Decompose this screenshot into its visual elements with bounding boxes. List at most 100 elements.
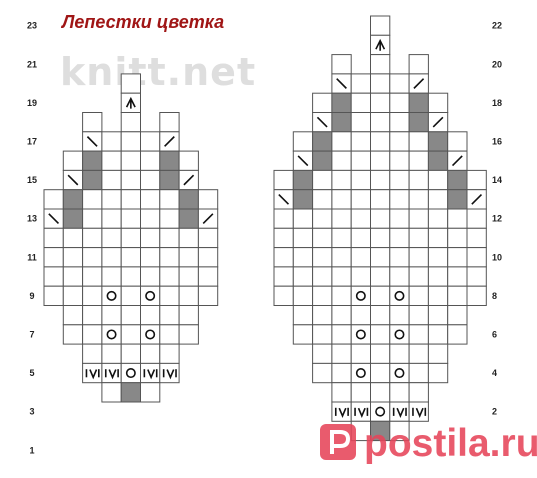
central-double-decrease-icon (375, 38, 386, 51)
stitch-cell (292, 324, 314, 345)
stitch-cell (331, 54, 352, 75)
stitch-cell (292, 266, 314, 287)
row-number-label: 18 (492, 98, 502, 108)
stitch-cell (331, 285, 352, 307)
right-decrease-icon (202, 213, 214, 225)
stitch-cell (408, 227, 429, 249)
stitch-cell (350, 324, 372, 345)
stitch-cell (370, 169, 391, 191)
yarn-over-icon (145, 329, 156, 340)
yarn-over-icon (125, 368, 136, 379)
stitch-cell (350, 266, 372, 287)
stitch-cell (370, 382, 391, 403)
row-number-label: 3 (29, 407, 34, 417)
stitch-cell (197, 247, 219, 268)
stitch-cell (331, 227, 352, 249)
page-title: Лепестки цветка (62, 12, 225, 32)
stitch-cell (140, 305, 161, 326)
stitch-cell (140, 266, 161, 287)
stitch-cell (350, 208, 372, 229)
stitch-cell (82, 266, 103, 287)
stitch-cell (312, 266, 333, 287)
stitch-cell (312, 285, 333, 307)
stitch-cell (447, 227, 468, 249)
stitch-cell (62, 247, 84, 268)
stitch-cell (389, 324, 410, 345)
yarn-over-icon (355, 329, 366, 340)
stitch-cell (389, 92, 410, 113)
stitch-cell (350, 73, 372, 94)
stitch-cell (447, 208, 468, 229)
stitch-cell (312, 227, 333, 249)
stitch-cell (370, 266, 391, 287)
stitch-cell (120, 362, 141, 384)
no-stitch-cell (312, 150, 333, 171)
stitch-cell (197, 227, 219, 249)
stitch-cell (370, 112, 391, 133)
no-stitch-cell (331, 92, 352, 113)
stitch-cell (350, 285, 372, 307)
stitch-cell (140, 208, 161, 229)
stitch-cell (370, 305, 391, 326)
stitch-cell (120, 343, 141, 364)
stitch-cell (350, 247, 372, 268)
row-number-label: 23 (27, 21, 37, 31)
stitch-cell (370, 189, 391, 210)
stitch-cell (331, 343, 352, 364)
no-stitch-cell (292, 169, 314, 191)
no-stitch-cell (178, 189, 199, 210)
stitch-cell (82, 112, 103, 133)
stitch-cell (408, 247, 429, 268)
stitch-cell (101, 189, 122, 210)
stitch-cell (178, 150, 199, 171)
stitch-cell (370, 73, 391, 94)
stitch-cell (312, 169, 333, 191)
stitch-cell (159, 189, 180, 210)
stitch-cell (178, 324, 199, 345)
stitch-cell (292, 285, 314, 307)
stitch-cell (331, 189, 352, 210)
no-stitch-cell (447, 189, 468, 210)
stitch-cell (178, 247, 199, 268)
no-stitch-cell (408, 112, 429, 133)
no-stitch-cell (427, 131, 449, 152)
stitch-cell (427, 208, 449, 229)
stitch-cell (120, 266, 141, 287)
postila-brand: postila.ru (364, 421, 537, 465)
stitch-cell (331, 208, 352, 229)
stitch-cell (350, 362, 372, 384)
stitch-cell (427, 324, 449, 345)
stitch-cell (389, 305, 410, 326)
row-number-label: 16 (492, 136, 502, 146)
stitch-cell (101, 208, 122, 229)
stitch-cell (408, 305, 429, 326)
stitch-cell (140, 324, 161, 345)
stitch-cell (447, 247, 468, 268)
stitch-cell (370, 15, 391, 36)
stitch-cell (120, 227, 141, 249)
no-stitch-cell (408, 92, 429, 113)
postila-logo-icon (320, 424, 356, 460)
stitch-cell (312, 92, 333, 113)
stitch-cell (140, 227, 161, 249)
stitch-cell (312, 305, 333, 326)
stitch-cell (408, 150, 429, 171)
increase-icon (162, 369, 177, 380)
stitch-cell (159, 343, 180, 364)
no-stitch-cell (120, 382, 141, 403)
stitch-cell (370, 131, 391, 152)
stitch-cell (101, 382, 122, 403)
row-number-label: 17 (27, 136, 37, 146)
stitch-cell (43, 227, 64, 249)
stitch-cell (331, 150, 352, 171)
stitch-cell (159, 305, 180, 326)
stitch-cell (101, 131, 122, 152)
increase-icon (392, 407, 407, 418)
row-number-label: 11 (27, 252, 37, 262)
stitch-cell (140, 247, 161, 268)
left-decrease-icon (297, 155, 309, 167)
stitch-cell (292, 131, 314, 152)
right-decrease-icon (164, 136, 175, 147)
